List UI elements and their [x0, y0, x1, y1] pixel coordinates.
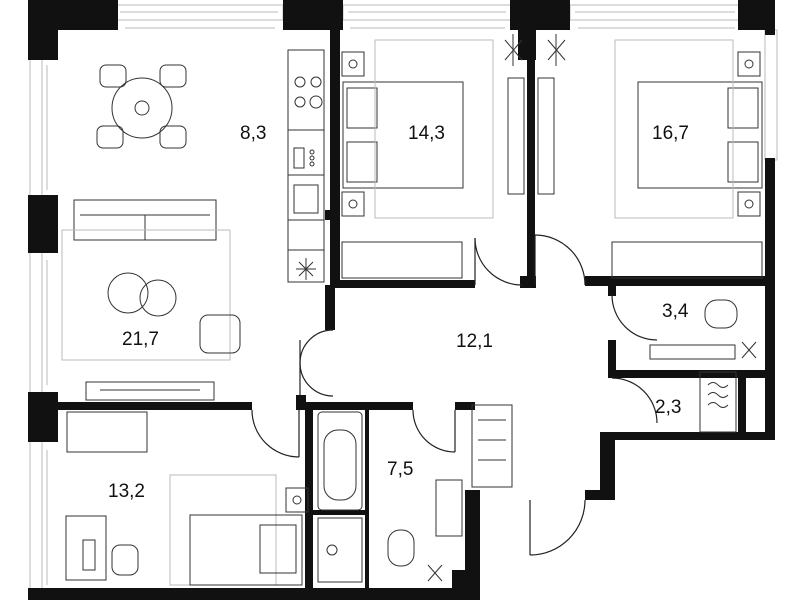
plants	[427, 34, 757, 582]
walls	[28, 0, 775, 600]
bathroom-fixtures	[317, 299, 738, 583]
area-label-bathroom-2: 7,5	[387, 459, 414, 480]
area-label-hallway: 12,1	[456, 331, 493, 352]
area-label-laundry: 2,3	[655, 397, 682, 418]
doors	[251, 234, 658, 556]
living-furniture	[61, 64, 241, 401]
bedroom2-furniture	[611, 39, 763, 279]
kitchen-counter	[287, 49, 325, 283]
area-label-living-room: 21,7	[122, 329, 159, 350]
bedroom1-furniture	[341, 39, 555, 279]
hall-wardrobe	[471, 404, 513, 488]
area-label-bedroom-1: 14,3	[408, 123, 445, 144]
area-label-bedroom-2: 16,7	[652, 123, 689, 144]
area-label-bedroom-3: 13,2	[108, 481, 145, 502]
area-label-bathroom-1: 3,4	[662, 301, 689, 322]
area-label-kitchen: 8,3	[240, 123, 267, 144]
windows	[29, 4, 778, 591]
bedroom3-furniture	[65, 411, 309, 586]
